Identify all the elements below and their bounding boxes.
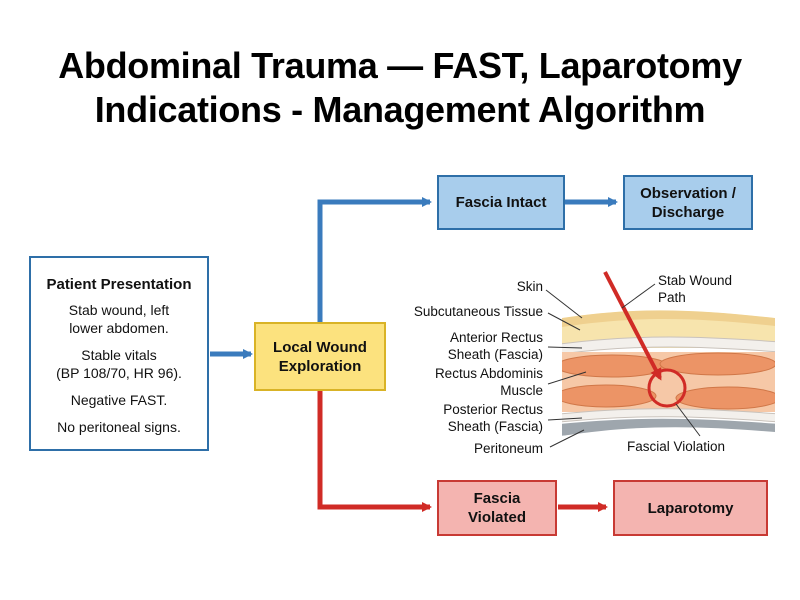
posterior-fascia-layer — [562, 408, 775, 423]
leader-fascial-violation — [675, 403, 701, 437]
presentation-heading: Patient Presentation — [46, 275, 192, 293]
patient-presentation-box: Patient Presentation Stab wound, left lo… — [29, 256, 209, 451]
fascial-violation-circle — [647, 368, 687, 408]
exploration-line-1: Local Wound — [273, 338, 367, 356]
fascia-violated-line-2: Violated — [467, 509, 527, 526]
label-stab-line-1: Stab Wound — [658, 273, 732, 288]
title-line-2: Indications - Management Algorithm — [94, 89, 706, 130]
rectus-muscle-belly-4 — [675, 386, 775, 410]
leader-peritoneum — [549, 429, 585, 448]
leader-skin — [545, 289, 583, 319]
presentation-line-3: Stable vitals — [81, 346, 157, 363]
tissue-layers — [562, 310, 775, 436]
label-rectus-line-1: Rectus Abdominis — [435, 366, 543, 381]
exploration-line-2: Exploration — [278, 357, 362, 375]
anterior-fascia-layer — [562, 336, 775, 355]
peritoneum-layer — [562, 418, 775, 436]
label-anterior-line-1: Anterior Rectus — [450, 330, 543, 345]
presentation-line-6: No peritoneal signs. — [57, 418, 181, 435]
skin-layer — [562, 310, 775, 327]
label-anterior-line-2: Sheath (Fascia) — [448, 347, 543, 362]
diagram-title: Abdominal Trauma — FAST, Laparotomy Indi… — [0, 44, 800, 132]
leader-rectus — [547, 371, 587, 385]
rectus-muscle-belly-3 — [562, 384, 657, 408]
title-line-1: Abdominal Trauma — FAST, Laparotomy — [58, 45, 742, 86]
label-peritoneum: Peritoneum — [474, 441, 543, 456]
observation-line-1: Observation / — [640, 184, 736, 202]
presentation-line-2: lower abdomen. — [69, 319, 169, 336]
label-skin: Skin — [517, 279, 543, 294]
fascia-intact-label: Fascia Intact — [455, 194, 547, 211]
presentation-line-5: Negative FAST. — [70, 391, 168, 408]
label-stab-line-2: Path — [658, 290, 686, 305]
leader-stab-path — [621, 283, 656, 309]
observation-discharge-box: Observation / Discharge — [623, 175, 753, 230]
leader-subcutaneous — [547, 312, 581, 331]
arrow-exploration-to-fascia-intact — [317, 197, 432, 322]
laparotomy-box: Laparotomy — [613, 480, 768, 536]
fascia-violated-box: Fascia Violated — [437, 480, 557, 536]
leader-lines — [545, 283, 701, 448]
presentation-line-4: (BP 108/70, HR 96). — [56, 364, 182, 381]
fascia-violated-line-1: Fascia — [473, 490, 521, 507]
observation-line-2: Discharge — [651, 203, 725, 221]
label-rectus-line-2: Muscle — [500, 383, 543, 398]
rectus-muscle-belly-2 — [659, 352, 775, 376]
fascia-intact-box: Fascia Intact — [437, 175, 565, 230]
label-posterior-line-1: Posterior Rectus — [443, 402, 543, 417]
presentation-line-1: Stab wound, left — [68, 301, 170, 318]
arrow-exploration-to-fascia-violated — [317, 391, 432, 512]
local-wound-exploration-box: Local Wound Exploration — [254, 322, 386, 391]
label-subcutaneous: Subcutaneous Tissue — [414, 304, 543, 319]
label-posterior-line-2: Sheath (Fascia) — [448, 419, 543, 434]
stab-wound-path-arrow — [603, 271, 662, 381]
leader-anterior-fascia — [547, 346, 583, 349]
label-fascial-violation: Fascial Violation — [627, 439, 725, 454]
laparotomy-label: Laparotomy — [647, 499, 734, 517]
leader-posterior-fascia — [547, 417, 583, 421]
